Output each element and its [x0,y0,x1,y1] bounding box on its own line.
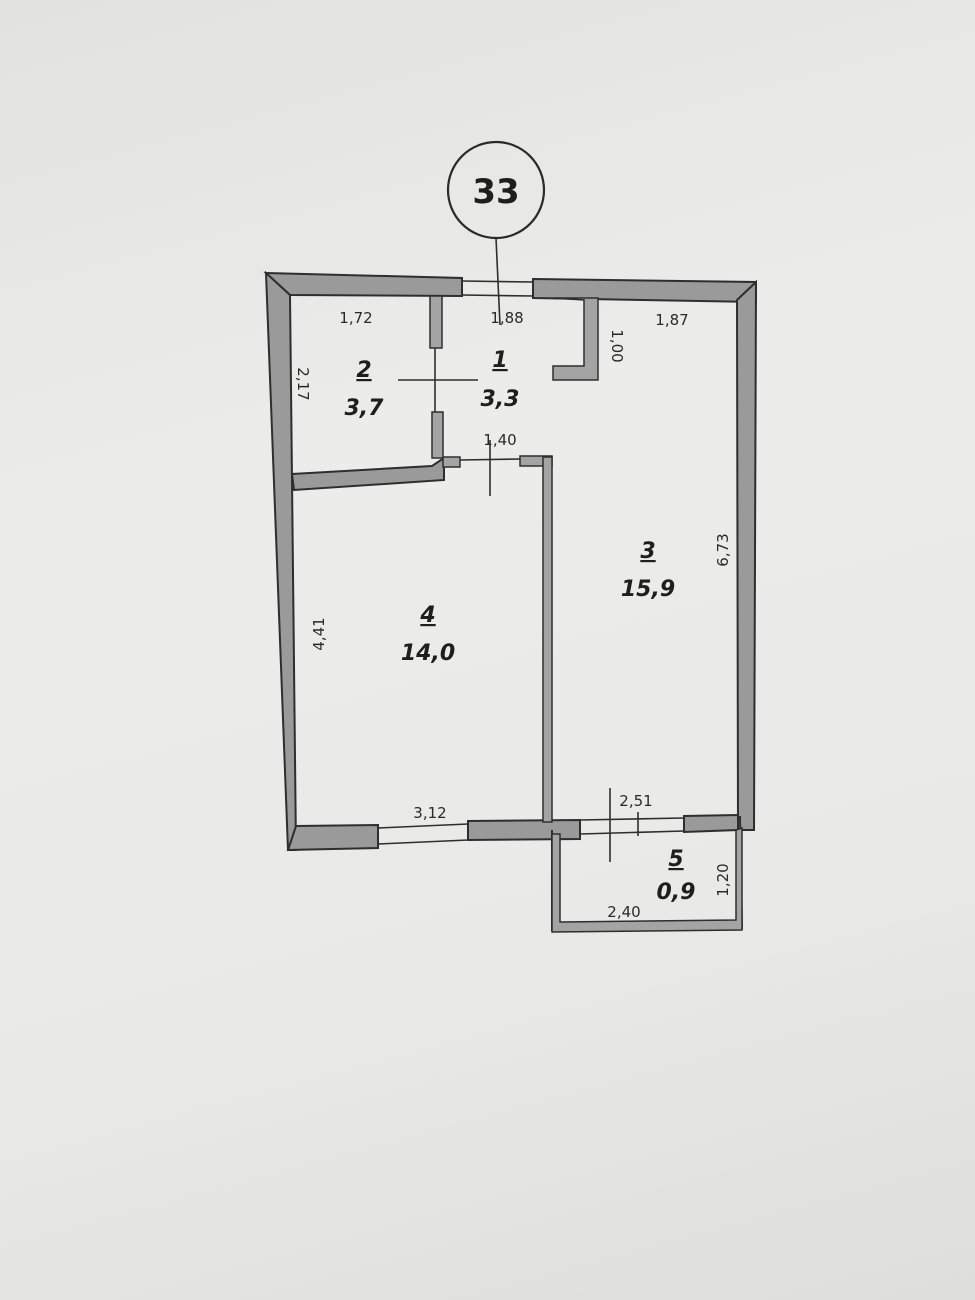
room-5-area: 0,9 [657,880,696,905]
room-3-number: 3 [640,539,655,564]
dim-room3-width: 1,87 [655,311,688,329]
room-1-area: 3,3 [481,387,520,412]
dim-room4-height: 4,41 [310,617,328,650]
inner-walls [290,295,599,823]
apartment-number: 33 [472,172,519,212]
dim-room3-nook: 1,00 [608,329,626,362]
room-labels: 1 3,3 2 3,7 3 15,9 4 14,0 5 0,9 [345,348,696,905]
dim-room5-width: 2,40 [607,903,640,921]
dim-room1-width: 1,88 [490,309,523,327]
room-3-area: 15,9 [621,577,675,602]
dim-room4-width: 3,12 [413,804,446,822]
room-5-number: 5 [668,847,683,872]
room-2-area: 3,7 [345,396,385,421]
room-1-number: 1 [492,348,507,373]
room-4-number: 4 [419,603,435,628]
outer-walls [263,270,758,852]
dim-room2-height: 2,17 [294,367,312,400]
dim-room3-height: 6,73 [714,533,732,566]
apartment-marker: 33 [446,140,546,326]
room-2-number: 2 [356,358,371,383]
cross-marks [398,379,491,496]
dim-room1-door: 1,40 [483,431,516,449]
room-4-area: 14,0 [401,641,455,666]
dim-room3-bottom: 2,51 [619,792,652,810]
balcony [551,788,744,933]
dim-room5-height: 1,20 [714,863,732,896]
dim-room2-width: 1,72 [339,309,372,327]
dimension-labels: 1,72 1,88 1,87 1,00 2,17 1,40 6,73 4,41 … [294,309,732,921]
